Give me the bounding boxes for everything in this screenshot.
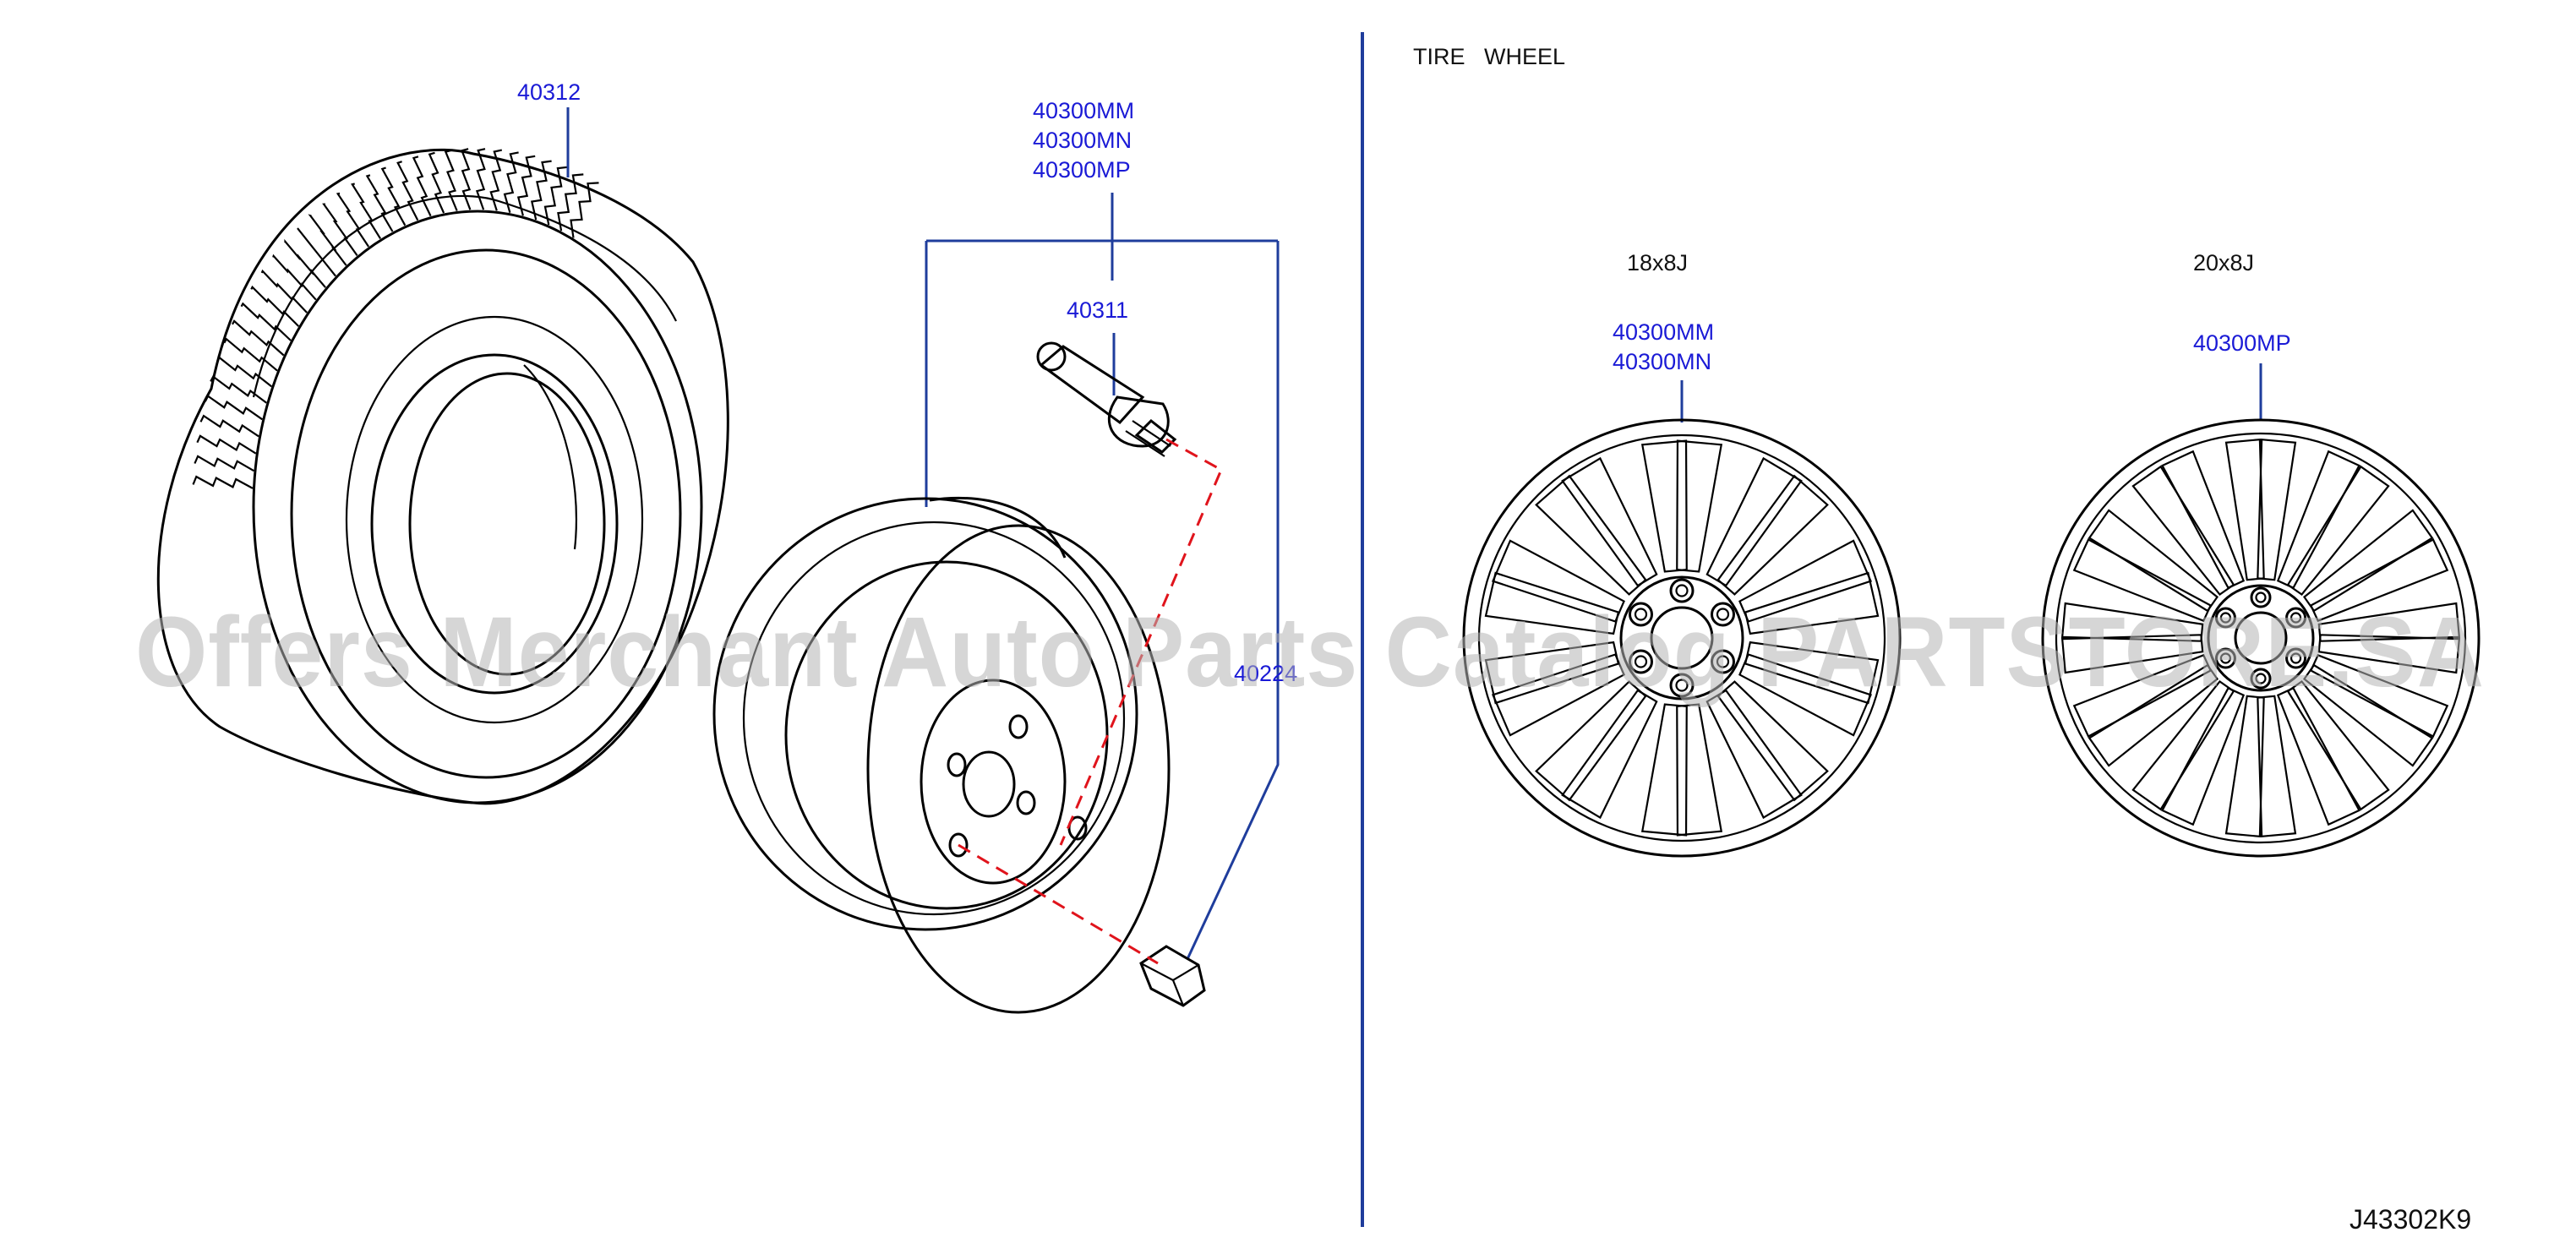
callout-wheel-mm[interactable]: 40300MM [1033, 98, 1134, 123]
tire-tread-pattern [192, 148, 599, 489]
wheel-nut[interactable] [1139, 945, 1206, 1007]
diagram-id: J43302K9 [2350, 1204, 2471, 1235]
tire-drawing[interactable] [156, 148, 729, 805]
assembly-line-valve [1059, 438, 1223, 846]
callout-wheel-mp[interactable]: 40300MP [1033, 157, 1131, 183]
callout-wheel1-mn[interactable]: 40300MN [1613, 349, 1711, 374]
valve-stem[interactable] [1036, 341, 1177, 457]
wheel-18x8j-drawing[interactable] [1462, 418, 1902, 858]
callout-tire[interactable]: 40312 [517, 79, 581, 105]
assembly-line-nut [958, 843, 1159, 965]
leader-wheel-bracket [925, 193, 1280, 960]
callout-valve[interactable]: 40311 [1067, 297, 1128, 323]
section-title: TIRE WHEEL [1413, 44, 1565, 69]
wheel-20x8j-drawing[interactable] [2041, 418, 2480, 858]
watermark: Offers Merchant Auto Parts Catalog PARTS… [135, 597, 2485, 708]
wheel-size-1: 18x8J [1627, 250, 1688, 275]
wheel-rim[interactable] [712, 496, 1171, 1014]
callout-nut[interactable]: 40224 [1234, 661, 1297, 686]
wheel-size-2: 20x8J [2193, 250, 2254, 275]
callout-wheel1-mm[interactable]: 40300MM [1613, 319, 1714, 345]
callout-wheel2-mp[interactable]: 40300MP [2193, 330, 2291, 356]
callout-wheel-mn[interactable]: 40300MN [1033, 128, 1132, 153]
